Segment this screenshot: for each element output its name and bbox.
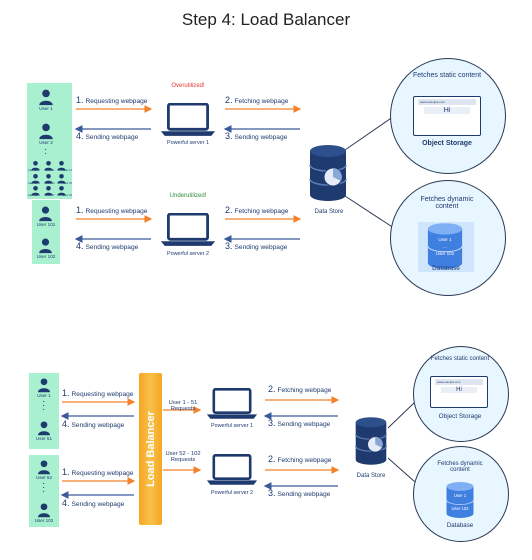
users-panel-1 [29, 373, 59, 449]
laptop-icon [160, 213, 216, 247]
db-user1: User 1 [438, 237, 452, 242]
user-label: User 14 [45, 182, 55, 185]
user-label: User 13 [28, 182, 38, 185]
database-icon [354, 415, 388, 467]
server-name: Powerful server 2 [167, 251, 209, 257]
object-storage-label: Object Storage [422, 140, 472, 147]
database-icon [445, 480, 475, 520]
route-label: User 52 - 102 Requests [165, 451, 201, 463]
database-icon [308, 143, 348, 203]
connector-line [387, 401, 416, 429]
step-label: 4.Sending webpage [76, 241, 139, 251]
server-status-overutilized: Overutilized! [171, 83, 205, 89]
user-label: User 11 [45, 169, 55, 172]
object-storage-label: Object Storage [438, 413, 482, 420]
user-label: User 15 [62, 182, 72, 185]
step-label: 3.Sending webpage [268, 488, 331, 498]
step-label: 1.Requesting webpage [62, 388, 134, 398]
laptop-icon [206, 388, 258, 420]
dynamic-title: Fetches dynamic content [420, 196, 474, 210]
step-label: 1.Requesting webpage [62, 467, 134, 477]
step-label: 2.Fetching webpage [225, 205, 289, 215]
server-name: Powerful server 1 [211, 423, 253, 429]
db-user102: User 102 [435, 251, 455, 256]
user-label: User 1 [39, 106, 53, 111]
step-label: 2.Fetching webpage [268, 454, 332, 464]
load-balancer-label: Load Balancer [144, 411, 157, 487]
laptop-icon [160, 103, 216, 137]
step-label: 3.Sending webpage [225, 131, 288, 141]
laptop-icon [206, 454, 258, 486]
user-label: User 52 [35, 475, 53, 480]
browser-icon: www.example.com Hi [413, 96, 481, 136]
user-grid-labels: User 16 User 17 User 18 [28, 194, 72, 197]
user-label: User 102 [36, 254, 56, 259]
static-title: Fetches static content [430, 356, 490, 362]
database-label: Database [446, 522, 474, 529]
db-dots: ... [443, 244, 447, 249]
ellipsis: ··· [42, 396, 46, 415]
user-label: User 12 [62, 169, 72, 172]
server-name: Powerful server 2 [211, 490, 253, 496]
static-title: Fetches static content [412, 72, 482, 79]
user-label: User 16 [28, 194, 38, 197]
ellipsis: ·· [44, 144, 48, 159]
user-grid-labels: User 13 User 14 User 15 [28, 182, 72, 185]
browser-icon: www.example.com Hi [430, 376, 488, 408]
user-label: User 101 [36, 222, 56, 227]
step-label: 4.Sending webpage [62, 498, 125, 508]
user-label: User 18 [62, 194, 72, 197]
user-grid-labels: User 10 User 11 User 12 [28, 169, 72, 172]
db-user102: User 102 [451, 506, 469, 511]
page-title: Step 4: Load Balancer [181, 10, 351, 29]
browser-hi: Hi [441, 387, 477, 393]
step-label: 4.Sending webpage [76, 131, 139, 141]
step-label: 4.Sending webpage [62, 419, 125, 429]
step-label: 2.Fetching webpage [225, 95, 289, 105]
ellipsis: ··· [42, 478, 46, 497]
browser-hi: Hi [424, 107, 470, 114]
browser-url: www.example.com [435, 379, 483, 385]
user-label: User 17 [45, 194, 55, 197]
db-user1: User 1 [453, 493, 467, 498]
user-label: User 10 [28, 169, 38, 172]
load-balancer [139, 373, 162, 525]
user-label: User 102 [34, 518, 54, 523]
server-name: Powerful server 1 [167, 140, 209, 146]
bottom-arrows [60, 396, 416, 499]
dynamic-title: Fetches dynamic content [437, 461, 483, 473]
step-label: 3.Sending webpage [225, 241, 288, 251]
server-status-underutilized: Underutilized! [169, 193, 207, 199]
database-label: Database [432, 265, 460, 272]
step-label: 3.Sending webpage [268, 418, 331, 428]
connector-line [387, 457, 416, 483]
datastore-label: Data Store [314, 209, 344, 215]
browser-url: www.example.com [418, 99, 476, 105]
step-label: 2.Fetching webpage [268, 384, 332, 394]
user-label: User 2 [39, 140, 53, 145]
user-label: User 51 [35, 436, 53, 441]
step-label: 1.Requesting webpage [76, 205, 148, 215]
step-label: 1.Requesting webpage [76, 95, 148, 105]
datastore-label: Data Store [356, 473, 386, 479]
user-label: User 1 [37, 393, 51, 398]
route-label: User 1 - 51 Requests [168, 400, 198, 412]
